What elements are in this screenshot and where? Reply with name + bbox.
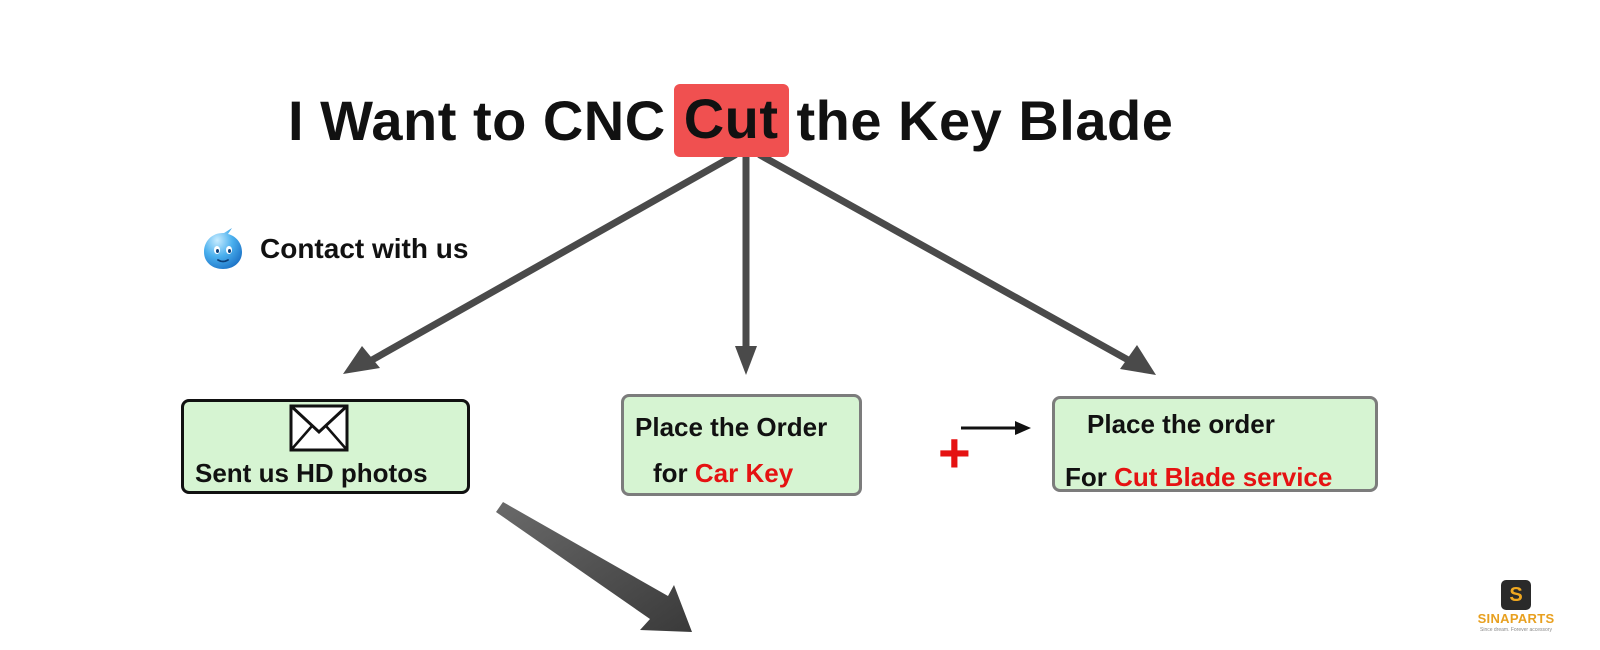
arrow-to-photos	[343, 151, 739, 374]
logo-brand: SINAPARTS	[1477, 611, 1555, 626]
chat-bubble-face-icon	[204, 228, 242, 269]
box-cut-blade-highlight: Cut Blade service	[1114, 462, 1333, 492]
sinaparts-logo: S SINAPARTS Since dream. Forever accesso…	[1472, 580, 1560, 640]
box-order-cut-blade[interactable]: Place the order For Cut Blade service	[1052, 396, 1378, 492]
contact-link[interactable]: Contact with us	[202, 226, 468, 272]
arrow-from-photos-down	[496, 502, 692, 632]
title-after: the Key Blade	[796, 88, 1174, 152]
logo-badge: S	[1501, 580, 1531, 610]
page-title: I Want to CNC Cut the Key Blade	[288, 80, 1173, 160]
arrow-plus-to-cut-blade	[961, 421, 1031, 435]
box-send-photos[interactable]: Sent us HD photos	[181, 399, 470, 494]
arrow-to-car-key	[735, 152, 757, 375]
plus-symbol: +	[938, 421, 971, 484]
box-cut-blade-line1: Place the order	[1087, 409, 1275, 439]
logo-slogan: Since dream. Forever accessory	[1480, 627, 1552, 633]
box-car-key-line2-prefix: for	[653, 458, 688, 488]
envelope-icon	[289, 404, 349, 452]
box-car-key-line2: for Car Key	[653, 458, 793, 489]
contact-label: Contact with us	[260, 233, 469, 264]
title-before: I Want to CNC	[288, 88, 666, 152]
box-cut-blade-line2-prefix: For	[1065, 462, 1107, 492]
box-order-car-key[interactable]: Place the Order for Car Key	[621, 394, 862, 496]
box-car-key-highlight: Car Key	[694, 458, 794, 488]
arrow-to-cut-blade	[756, 151, 1156, 375]
box-photos-label: Sent us HD photos	[195, 458, 428, 488]
box-car-key-line1: Place the Order	[635, 412, 828, 442]
box-cut-blade-line2: For Cut Blade service	[1065, 462, 1332, 493]
title-highlight: Cut	[673, 83, 789, 157]
